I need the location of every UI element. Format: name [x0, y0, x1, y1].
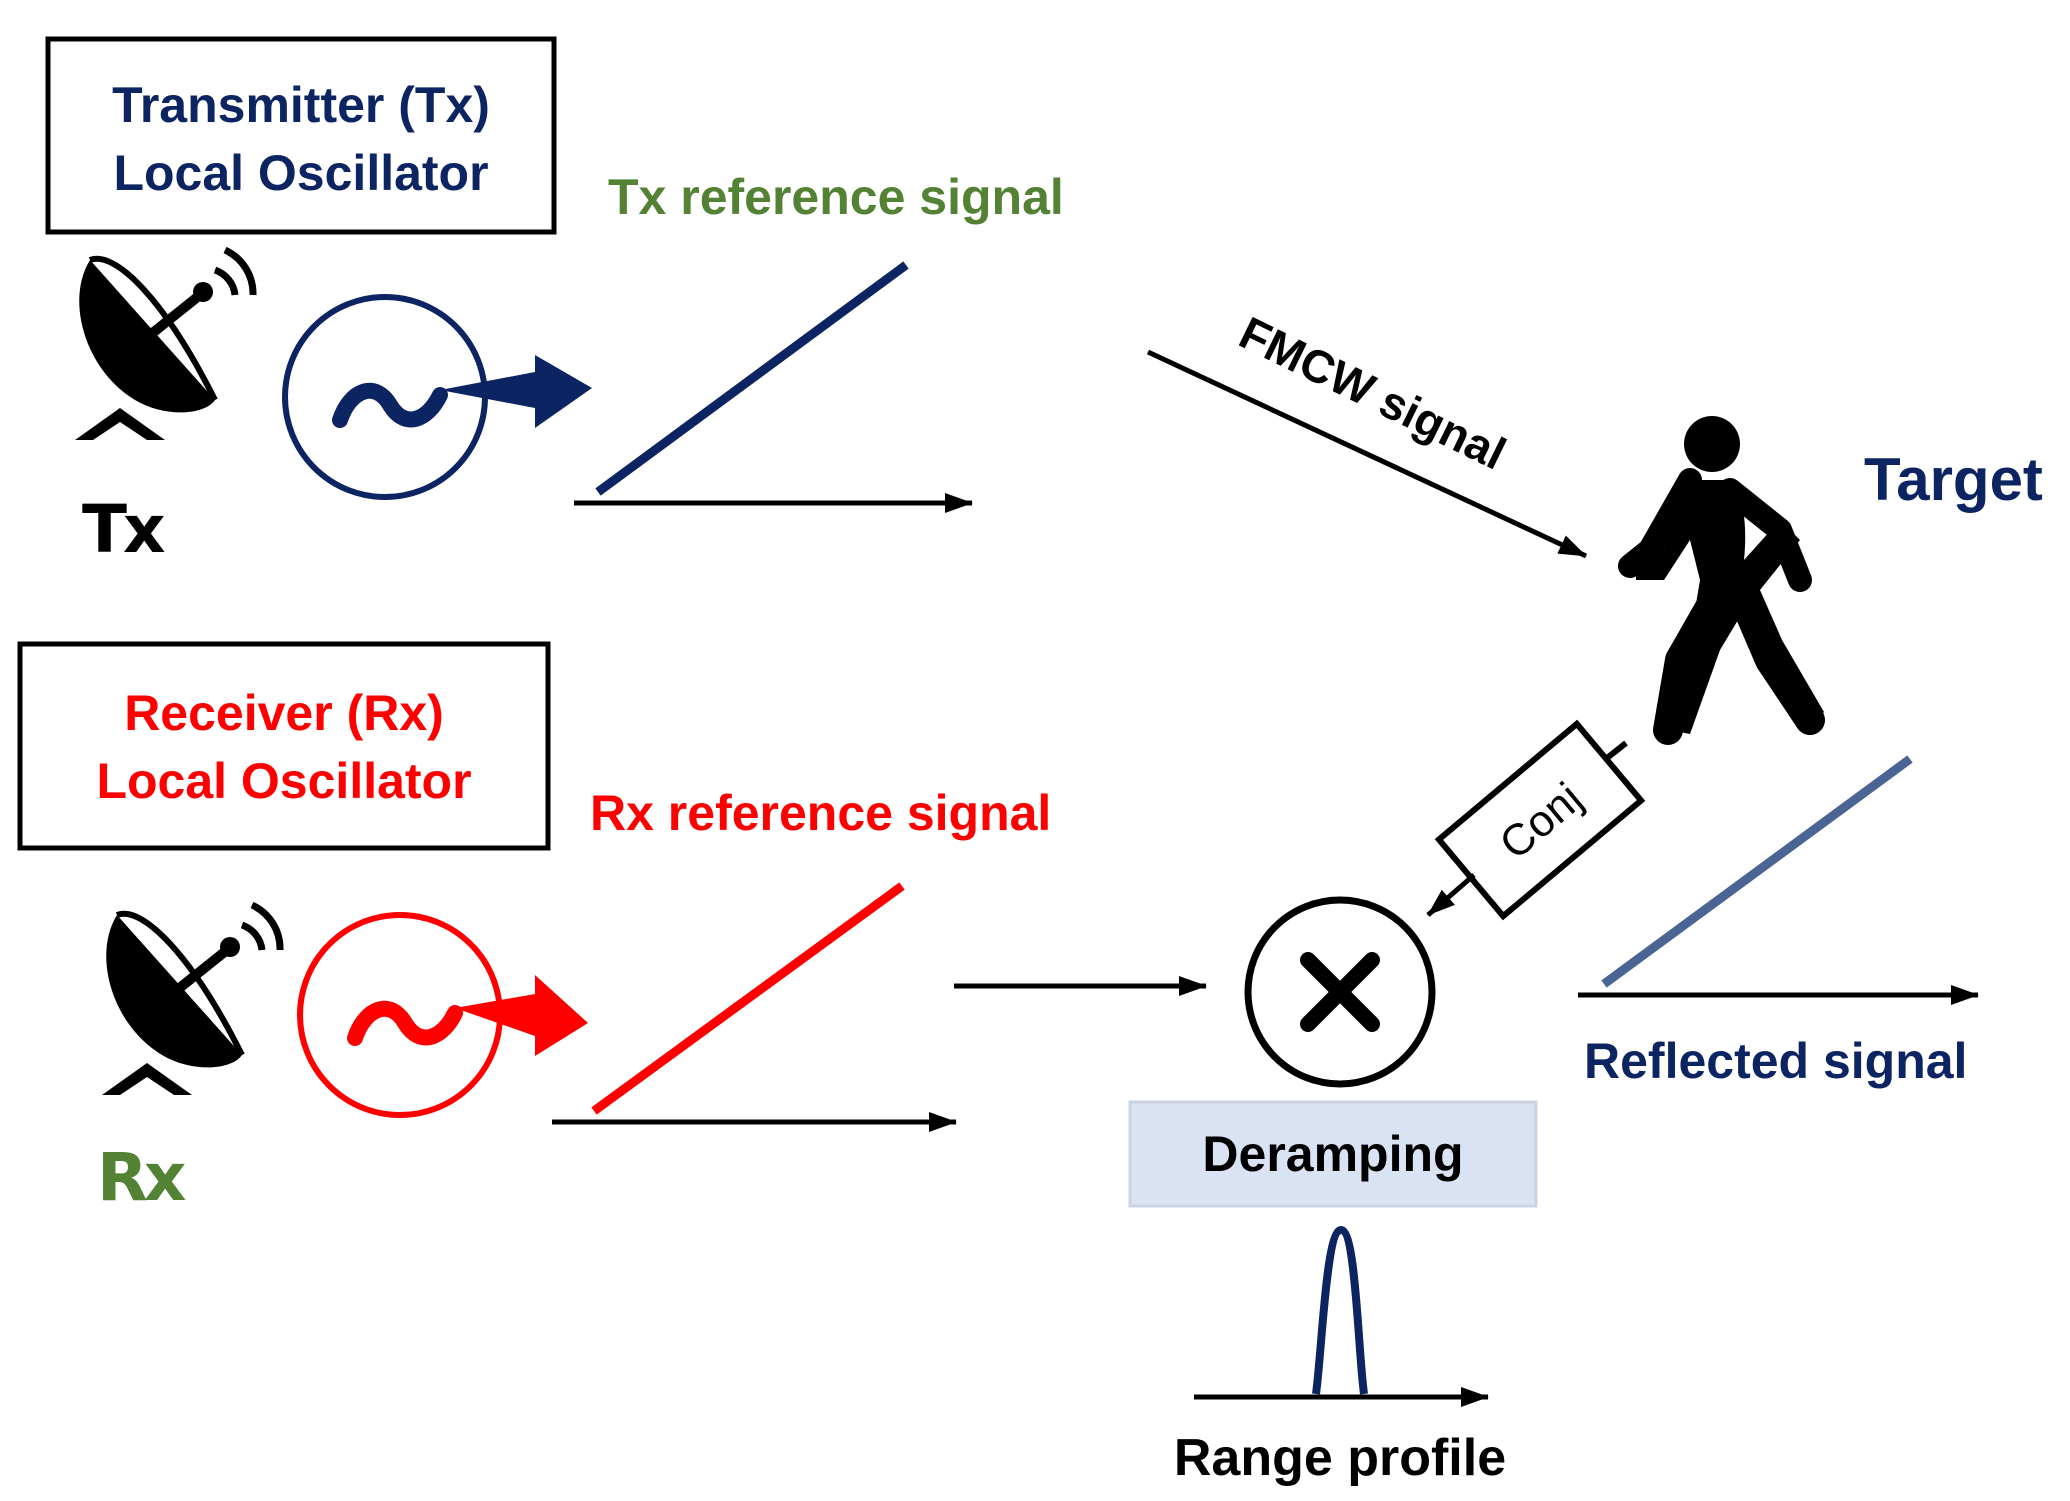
range-profile-label: Range profile: [1174, 1429, 1506, 1487]
tx-ref-ramp: [595, 261, 909, 496]
deramping-label: Deramping: [1202, 1126, 1463, 1182]
tx-box-line1: Transmitter (Tx): [112, 77, 490, 133]
range-profile-peak: [1312, 1225, 1368, 1395]
rx-oscillator-icon: [297, 912, 588, 1118]
tx-ref-label: Tx reference signal: [608, 169, 1064, 225]
tx-box-line2: Local Oscillator: [113, 145, 488, 201]
tx-oscillator-box: Transmitter (Tx) Local Oscillator: [45, 36, 557, 235]
mixer-icon: [1244, 896, 1436, 1088]
conj-to-mixer-arrow: [1426, 873, 1476, 917]
satellite-dish-icon: [75, 246, 257, 440]
fmcw-label: FMCW signal: [1232, 306, 1514, 479]
fmcw-arrow: [1146, 349, 1588, 559]
reflected-ramp: [1601, 755, 1913, 988]
target-label: Target: [1864, 446, 2043, 513]
walking-person-icon: [1618, 416, 1825, 745]
deramping-box: Deramping: [1128, 1100, 1538, 1208]
rx-ref-ramp: [591, 882, 905, 1115]
tx-label: Tx: [82, 491, 165, 568]
tx-oscillator-icon: [282, 294, 592, 500]
rx-oscillator-box: Receiver (Rx) Local Oscillator: [17, 641, 551, 851]
rx-box-line1: Receiver (Rx): [124, 685, 444, 741]
reflected-label: Reflected signal: [1584, 1033, 1967, 1089]
rx-box-line2: Local Oscillator: [96, 753, 471, 809]
rx-label: Rx: [97, 1139, 186, 1216]
satellite-dish-icon: [102, 901, 284, 1095]
rx-ref-label: Rx reference signal: [590, 785, 1051, 841]
